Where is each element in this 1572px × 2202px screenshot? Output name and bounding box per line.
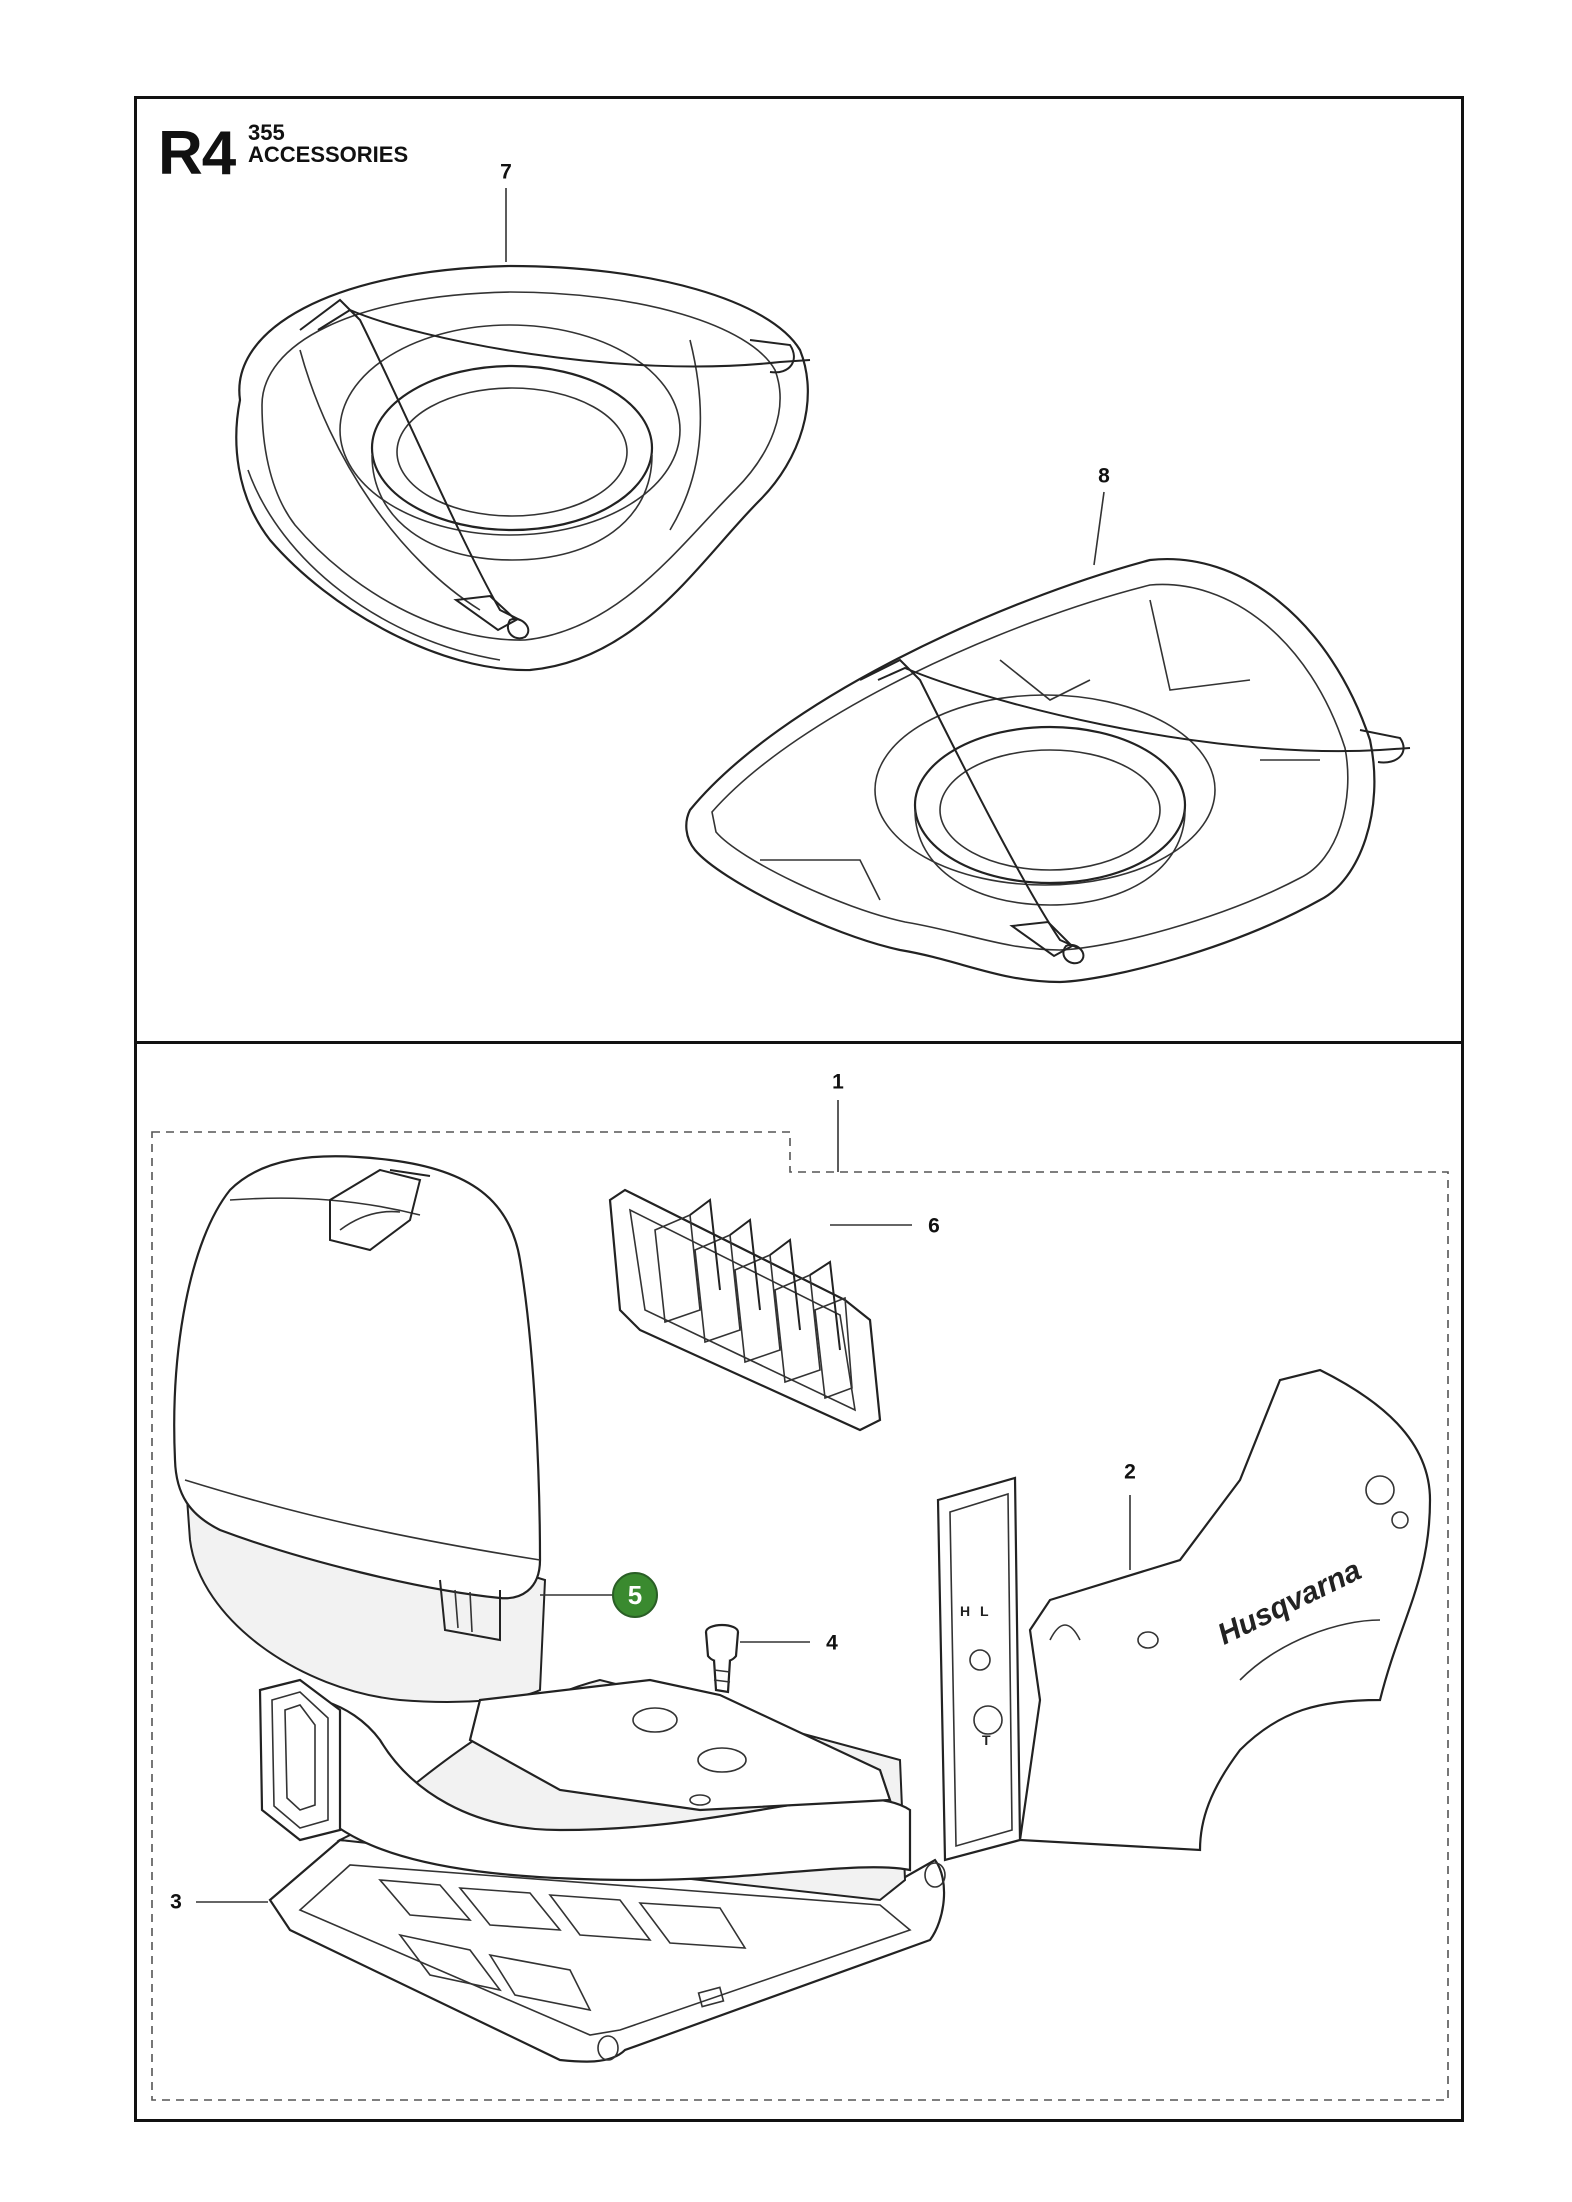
- callout-1: 1: [832, 1070, 844, 1094]
- part-5-filter-cover: [173, 1155, 547, 1703]
- callout-4: 4: [826, 1631, 838, 1655]
- part-4-screw: [704, 1623, 740, 1760]
- panel-letter-h: H: [960, 1603, 971, 1619]
- part-3-filter-base: [258, 1678, 946, 2063]
- leader-8: [1093, 491, 1105, 566]
- panel-letter-l: L: [980, 1603, 989, 1619]
- diagram-code: R4: [158, 119, 236, 188]
- kit-1-outline: [151, 1131, 1449, 2101]
- part-2-side-cover: [936, 1368, 1432, 1862]
- part-8-triangular-shield: [685, 557, 1411, 984]
- callout-8: 8: [1098, 464, 1110, 488]
- panel-letter-t: T: [982, 1732, 991, 1748]
- highlighted-callout-5[interactable]: 5: [612, 1572, 658, 1618]
- callout-3: 3: [170, 1890, 182, 1914]
- bottom-panel-frame: [134, 1041, 1464, 2122]
- callout-2: 2: [1124, 1460, 1136, 1484]
- part-7-round-shield: [235, 264, 811, 672]
- callout-6: 6: [928, 1214, 940, 1238]
- callout-7: 7: [500, 160, 512, 184]
- model-number: 355: [248, 120, 285, 145]
- part-6-filter-element: [608, 1188, 882, 1432]
- section-title: ACCESSORIES: [248, 142, 409, 167]
